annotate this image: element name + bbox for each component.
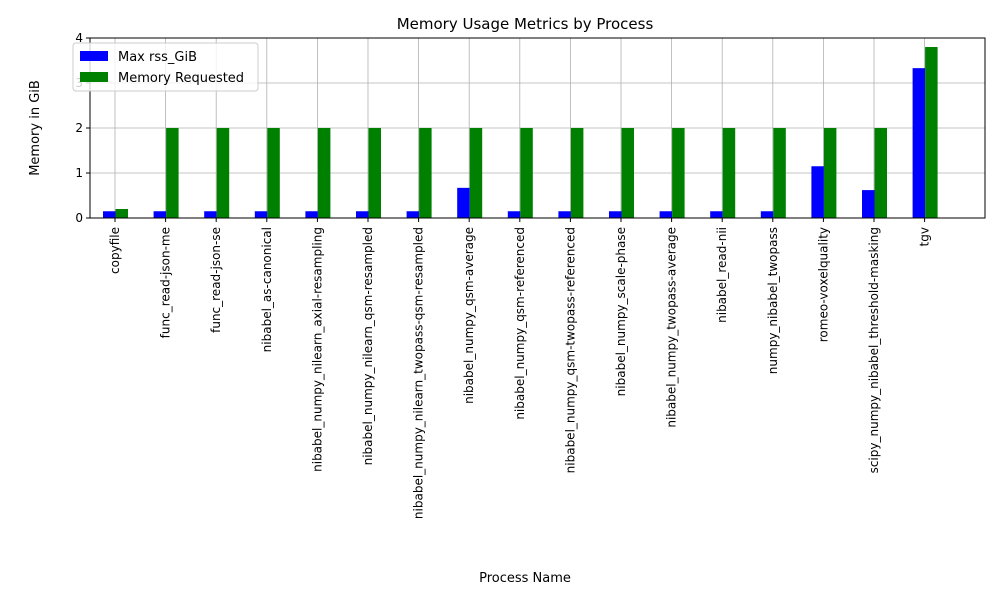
legend-swatch-max-rss bbox=[80, 51, 108, 61]
x-tick-label: romeo-voxelquality bbox=[816, 227, 830, 342]
bar-memory-requested bbox=[166, 128, 179, 218]
bar-memory-requested bbox=[419, 128, 432, 218]
x-axis-label: Process Name bbox=[479, 571, 571, 586]
x-tick-label: nibabel_numpy_nilearn_qsm-resampled bbox=[361, 227, 375, 465]
y-tick-label: 0 bbox=[75, 211, 83, 225]
x-tick-label: func_read-json-me bbox=[159, 227, 173, 338]
bar-memory-requested bbox=[368, 128, 381, 218]
bar-max-rss bbox=[558, 211, 571, 218]
bar-max-rss bbox=[912, 68, 926, 219]
legend-swatch-memory-requested bbox=[80, 72, 108, 82]
bar-memory-requested bbox=[773, 128, 786, 218]
bar-max-rss bbox=[406, 211, 420, 218]
bar-memory-requested bbox=[925, 47, 938, 218]
legend: Max rss_GiB Memory Requested bbox=[72, 42, 259, 92]
bar-memory-requested bbox=[317, 128, 331, 218]
bar-memory-requested bbox=[823, 128, 837, 218]
bar-memory-requested bbox=[874, 128, 887, 218]
bar-max-rss bbox=[356, 211, 369, 218]
chart-title: Memory Usage Metrics by Process bbox=[397, 15, 654, 33]
y-tick-label: 2 bbox=[75, 121, 83, 135]
bar-max-rss bbox=[760, 211, 774, 218]
bar-memory-requested bbox=[267, 128, 280, 218]
y-axis-label: Memory in GiB bbox=[28, 80, 43, 176]
bar-max-rss bbox=[254, 211, 268, 218]
x-tick-label: nibabel_read-nii bbox=[715, 227, 729, 323]
x-tick-label: scipy_numpy_nibabel_threshold-masking bbox=[867, 227, 881, 473]
bar-max-rss bbox=[305, 211, 318, 218]
legend-box bbox=[72, 42, 259, 92]
legend-label-max-rss: Max rss_GiB bbox=[118, 50, 197, 65]
bar-memory-requested bbox=[570, 128, 584, 218]
bar-memory-requested bbox=[469, 128, 483, 218]
bar-memory-requested bbox=[520, 128, 533, 218]
bar-max-rss bbox=[507, 211, 521, 218]
x-tick-label: nibabel_numpy_qsm-twopass-referenced bbox=[563, 227, 577, 473]
bar-max-rss bbox=[457, 187, 470, 218]
bar-memory-requested bbox=[722, 128, 736, 218]
bar-memory-requested bbox=[621, 128, 634, 218]
x-axis-ticks: copyfile func_read-json-me func_read-json-… bbox=[108, 218, 932, 519]
bar-max-rss bbox=[204, 211, 217, 218]
bar-max-rss bbox=[811, 166, 824, 218]
x-tick-label: nibabel_numpy_qsm-average bbox=[462, 227, 476, 404]
x-tick-label: copyfile bbox=[108, 227, 122, 274]
bar-max-rss bbox=[153, 211, 167, 218]
bar-max-rss bbox=[862, 190, 875, 218]
bar-memory-requested bbox=[115, 209, 128, 218]
bar-max-rss bbox=[659, 211, 673, 218]
bar-memory-requested bbox=[216, 128, 230, 218]
x-tick-label: nibabel_numpy_qsm-referenced bbox=[513, 227, 527, 420]
x-tick-label: nibabel_as-canonical bbox=[260, 227, 274, 352]
x-tick-label: nibabel_numpy_twopass-average bbox=[665, 227, 679, 428]
x-tick-label: numpy_nibabel_twopass bbox=[766, 227, 780, 374]
x-tick-label: func_read-json-se bbox=[209, 227, 223, 333]
x-tick-label: tgv bbox=[918, 227, 932, 246]
bar-max-rss bbox=[609, 211, 622, 218]
y-tick-label: 1 bbox=[75, 166, 83, 180]
y-tick-label: 4 bbox=[75, 31, 83, 45]
bar-max-rss bbox=[103, 211, 116, 218]
bar-memory-requested bbox=[672, 128, 685, 218]
x-tick-label: nibabel_numpy_nilearn_axial-resampling bbox=[310, 227, 324, 472]
x-tick-label: nibabel_numpy_nilearn_twopass-qsm-resamp… bbox=[412, 227, 426, 519]
x-tick-label: nibabel_numpy_scale-phase bbox=[614, 227, 628, 396]
bar-max-rss bbox=[710, 211, 723, 218]
legend-label-memory-requested: Memory Requested bbox=[118, 71, 244, 86]
bars bbox=[103, 47, 938, 219]
